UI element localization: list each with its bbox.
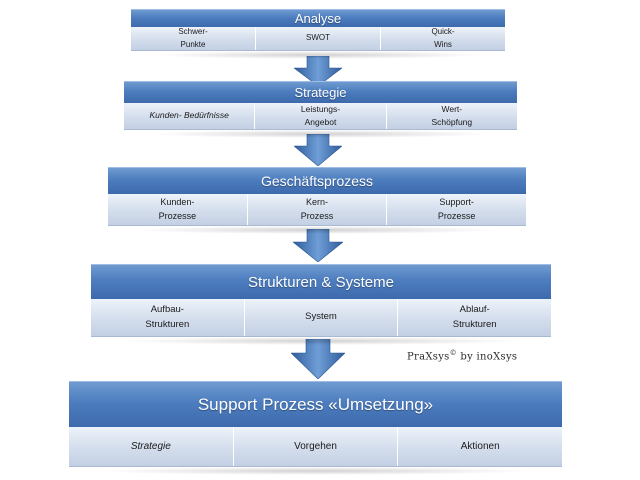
stage-subitem: Support- Prozesse bbox=[386, 194, 526, 225]
stage-block: Support Prozess «Umsetzung» Strategie Vorg… bbox=[69, 381, 562, 475]
stage-title: Strategie bbox=[124, 81, 517, 103]
stage-subitem: Kunden- Prozesse bbox=[158, 196, 197, 221]
brand-name: PraXsys bbox=[407, 351, 450, 363]
stage-title: Support Prozess «Umsetzung» bbox=[69, 381, 562, 427]
stage-subitem: SWOT bbox=[255, 27, 380, 50]
stage-subitem: Leistungs- Angebot bbox=[254, 103, 385, 129]
stage-subitem: Wert- Schöpfung bbox=[385, 103, 517, 129]
down-arrow-icon bbox=[294, 56, 342, 86]
arrow-shape bbox=[291, 339, 345, 379]
brand-suffix: by inoXsys bbox=[456, 351, 518, 363]
stage-title: Analyse bbox=[131, 9, 505, 27]
down-arrow-icon bbox=[294, 134, 342, 166]
stage-subitem: Vorgehen bbox=[232, 427, 398, 466]
arrow-shape bbox=[293, 229, 343, 262]
block-shadow bbox=[147, 130, 494, 138]
stage-subitem: Aktionen bbox=[397, 427, 562, 466]
stage-subitem: System bbox=[243, 299, 398, 336]
block-shadow bbox=[118, 337, 524, 345]
stage-title: Geschäftsprozess bbox=[108, 167, 526, 194]
stage-subitem: Schwer- Punkte bbox=[178, 27, 208, 49]
block-shadow bbox=[133, 226, 501, 234]
stage-subitem: Kunden- Bedürfnisse bbox=[149, 110, 229, 121]
brand-copyright-mark: © bbox=[449, 349, 457, 357]
stage-subitem: Kern- Prozess bbox=[246, 194, 387, 225]
stage-subitem: Quick- Wins bbox=[380, 27, 505, 50]
brand-credit: PraXsys© by inoXsys bbox=[407, 349, 517, 362]
arrow-shape bbox=[294, 56, 342, 86]
stage-subitem: Ablauf- Strukturen bbox=[397, 299, 551, 336]
stage-subitem: Strategie bbox=[130, 440, 171, 452]
down-arrow-icon bbox=[293, 229, 343, 262]
stage-subitem: Aufbau- Strukturen bbox=[145, 303, 190, 330]
block-shadow bbox=[153, 51, 483, 59]
stage-title: Strukturen & Systeme bbox=[91, 264, 551, 299]
arrow-shape bbox=[294, 134, 342, 166]
block-shadow bbox=[98, 467, 533, 475]
down-arrow-icon bbox=[291, 339, 345, 379]
